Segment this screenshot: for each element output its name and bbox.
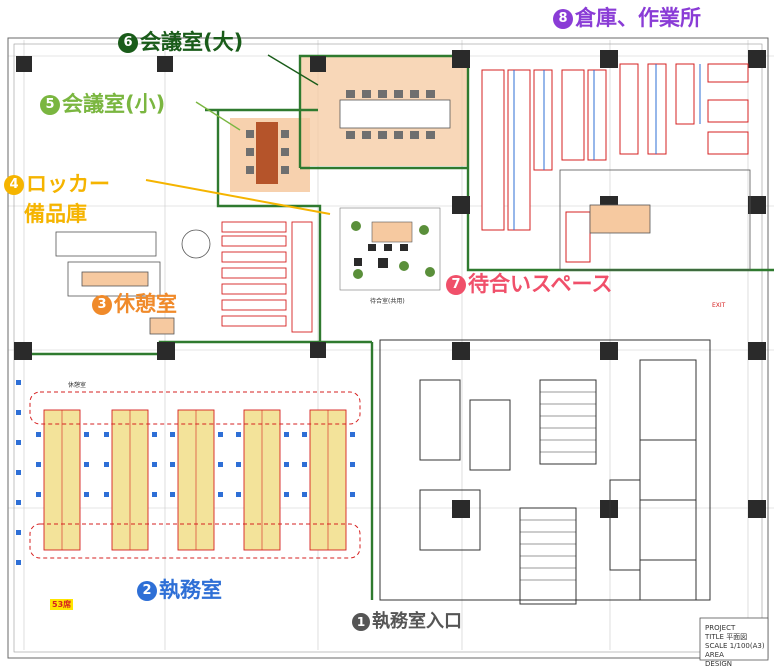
title-block: PROJECT TITLE 平面図 SCALE 1/100(A3) AREA D… [705, 624, 765, 669]
lounge-table [371, 221, 413, 243]
lounge-plants [351, 221, 435, 279]
lounge-tag: 待合室(共用) [370, 298, 405, 305]
structural-columns [14, 50, 766, 518]
area-number-badge: 4 [4, 175, 24, 195]
exit-sign: EXIT [712, 302, 726, 309]
seat-count-badge: 53席 [50, 599, 74, 610]
area-label-text: 執務室入口 [372, 611, 462, 632]
title-block-area: AREA [705, 651, 724, 659]
area-number-badge: 5 [40, 95, 60, 115]
area-number-badge: 6 [118, 33, 138, 53]
title-block-frame [699, 617, 769, 661]
area-number-badge: 7 [446, 275, 466, 295]
lounge-chairs [354, 244, 408, 268]
leader-line-locker [145, 179, 331, 215]
warehouse-blue-lines [513, 64, 701, 230]
warehouse-shelving [481, 63, 749, 263]
workshop-room [559, 169, 751, 271]
title-block-project: PROJECT [705, 624, 736, 632]
area-label-equipment-storage: 備品庫 [24, 204, 87, 225]
meeting-table-large [339, 99, 451, 129]
title-block-title: TITLE [705, 633, 724, 641]
locker-shelves [221, 221, 313, 333]
title-block-design: DESIGN [705, 660, 732, 668]
break-room-furniture [55, 229, 211, 335]
title-block-scale-value: 1/100(A3) [729, 642, 765, 650]
workshop-table [589, 204, 651, 234]
area-label-text: 会議室(大) [140, 30, 244, 54]
title-block-scale: SCALE [705, 642, 728, 650]
office-desk-islands [29, 391, 361, 559]
area-label-text: 執務室 [159, 578, 222, 602]
area-number-badge: 3 [92, 295, 112, 315]
area-label-text: ロッカー [26, 172, 110, 196]
area-label-text: 備品庫 [24, 202, 87, 226]
meeting-chairs-large [346, 90, 435, 139]
area-label-text: 休憩室 [114, 292, 177, 316]
area-label-text: 会議室(小) [62, 92, 166, 116]
meeting-chairs-small [246, 130, 289, 174]
meeting-table-small [256, 122, 278, 184]
stair-treads [520, 391, 596, 581]
rest-room-tag: 休憩室 [68, 382, 87, 389]
office-perimeter-chairs [16, 380, 21, 565]
area-number-badge: 1 [352, 613, 370, 631]
area-number-badge: 8 [553, 9, 573, 29]
leader-line-meeting-small [195, 101, 241, 131]
leader-lines [267, 54, 319, 86]
area-label-text: 待合いスペース [468, 272, 613, 296]
building-core [379, 339, 711, 605]
area-number-badge: 2 [137, 581, 157, 601]
area-label-text: 倉庫、作業所 [575, 6, 701, 30]
title-block-title-value: 平面図 [726, 633, 748, 641]
